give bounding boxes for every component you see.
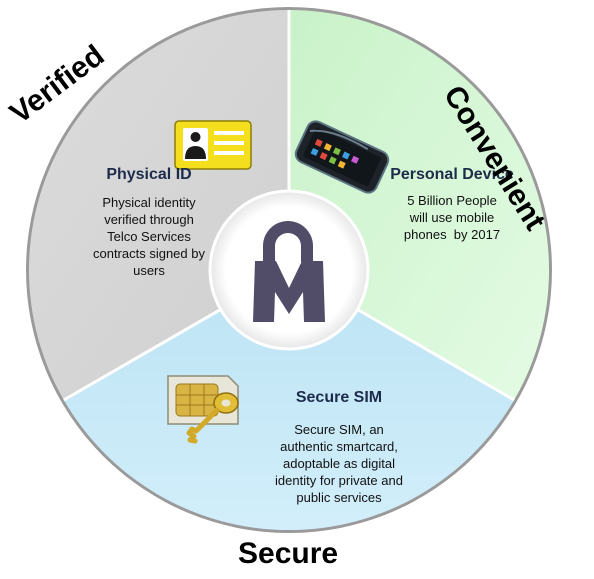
personal-device-line: phones by 2017: [403, 227, 501, 242]
physical-id-title: Physical ID: [106, 166, 192, 183]
secure-sim-line: Secure SIM, an: [294, 422, 384, 437]
secure-sim-line: identity for private and: [275, 473, 403, 488]
secure-sim-line: public services: [296, 490, 382, 505]
secure-label: Secure: [238, 537, 339, 570]
personal-device-title: Personal Device: [390, 166, 514, 183]
padlock-m-logo-icon: [253, 221, 325, 322]
smartphone-icon: [294, 120, 390, 194]
physical-id-line: users: [133, 263, 165, 278]
physical-id-line: Physical identity: [102, 195, 196, 210]
secure-sim-line: authentic smartcard,: [280, 439, 398, 454]
id-card-icon: [174, 120, 252, 170]
center-hub: [208, 189, 370, 351]
secure-sim-line: adoptable as digital: [282, 456, 396, 471]
personal-device-block: Personal Device 5 Billion People will us…: [374, 166, 530, 243]
personal-device-line: 5 Billion People: [407, 193, 497, 208]
physical-id-line: contracts signed by: [92, 246, 205, 261]
secure-sim-title: Secure SIM: [295, 389, 383, 406]
sim-key-icon: [167, 375, 239, 444]
physical-id-line: verified through: [104, 212, 194, 227]
physical-id-block: Physical ID Physical identity verified t…: [70, 166, 228, 279]
personal-device-line: will use mobile: [409, 210, 495, 225]
secure-sim-block: Secure SIM Secure SIM, an authentic smar…: [257, 389, 421, 506]
physical-id-line: Telco Services: [107, 229, 191, 244]
